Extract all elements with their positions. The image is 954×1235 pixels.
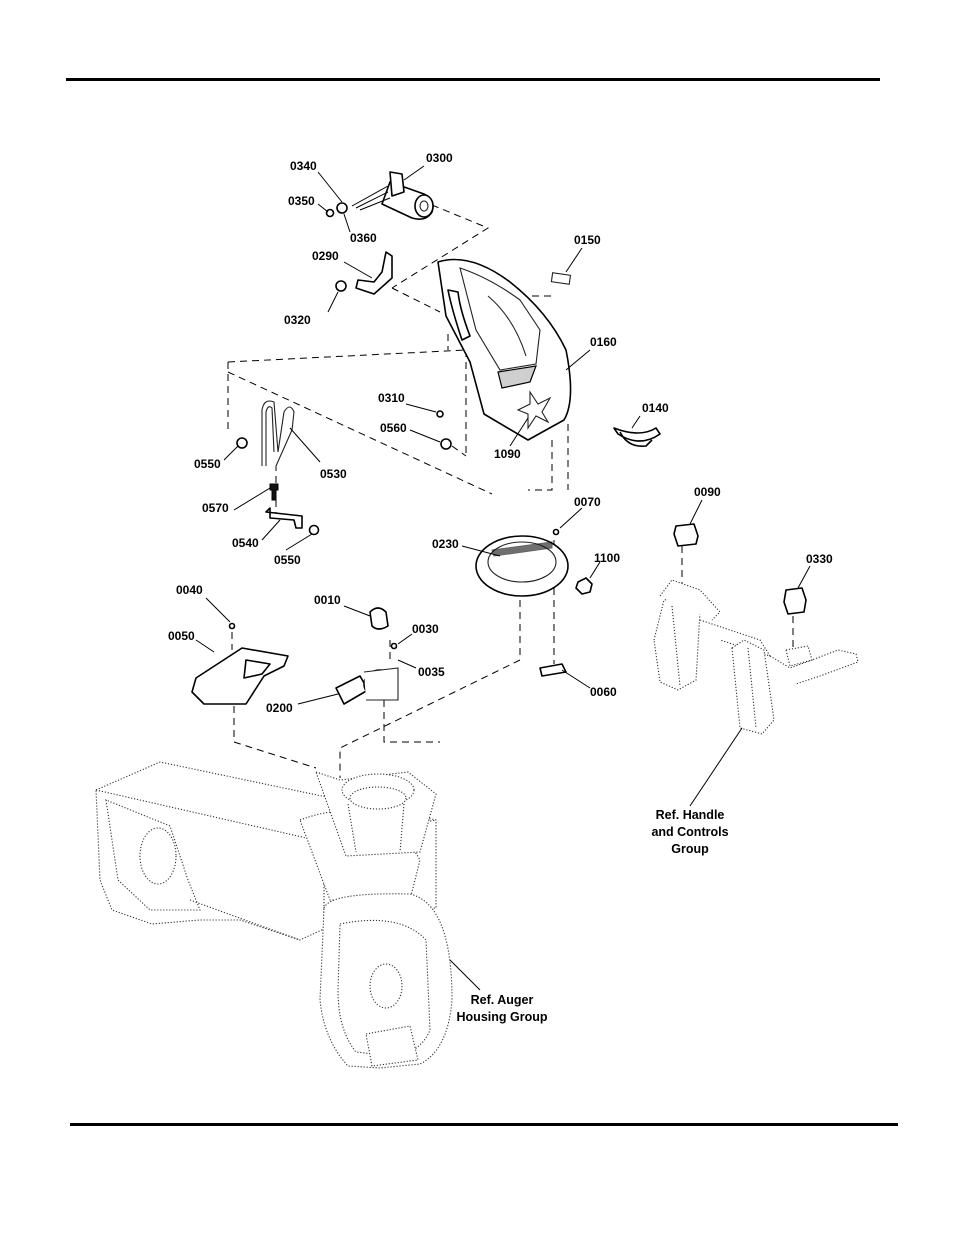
part-0310-screw (437, 411, 443, 417)
label-0340: 0340 (290, 159, 317, 173)
label-0540: 0540 (232, 536, 259, 550)
label-0530: 0530 (320, 467, 347, 481)
ref-handle-line-2: and Controls (651, 825, 728, 839)
label-0320: 0320 (284, 313, 311, 327)
part-0230-gear-ring (476, 536, 568, 596)
label-0040: 0040 (176, 583, 203, 597)
part-0570-bolt (270, 484, 278, 500)
label-0230: 0230 (432, 537, 459, 551)
label-0035: 0035 (418, 665, 445, 679)
part-0090-knob (674, 524, 698, 546)
label-1100: 1100 (594, 551, 620, 565)
part-0160-chute (438, 260, 571, 441)
part-0290-bracket (356, 252, 392, 294)
part-0140-clip (614, 428, 660, 446)
part-0330-knob (784, 588, 806, 614)
label-0560: 0560 (380, 421, 407, 435)
ref-auger-housing-note: Ref. Auger Housing Group (457, 993, 548, 1024)
label-0310: 0310 (378, 391, 405, 405)
label-0200: 0200 (266, 701, 293, 715)
ref-auger-line-2: Housing Group (457, 1010, 548, 1024)
part-0550-washer-b (310, 526, 319, 535)
label-0090: 0090 (694, 485, 721, 499)
label-0350: 0350 (288, 194, 315, 208)
part-0530-spring (262, 401, 294, 466)
ref-handle-controls-note: Ref. Handle and Controls Group (651, 808, 728, 856)
label-0070: 0070 (574, 495, 601, 509)
part-0050-cover (192, 648, 288, 704)
auger-housing (96, 762, 452, 1068)
part-0350-nut (327, 210, 334, 217)
part-1100-nut (576, 578, 592, 594)
label-0550-b: 0550 (274, 553, 301, 567)
part-0550-washer-a (237, 438, 247, 448)
label-0160: 0160 (590, 335, 617, 349)
part-0300-motor (352, 172, 433, 219)
part-0200-gearbox (336, 668, 398, 704)
part-0010-gear (370, 608, 388, 629)
ref-handle-line-3: Group (671, 842, 709, 856)
ref-handle-line-1: Ref. Handle (656, 808, 725, 822)
part-0040-screw (230, 624, 235, 629)
label-0300: 0300 (426, 151, 453, 165)
label-0330: 0330 (806, 552, 833, 566)
part-0560-nut (441, 439, 451, 449)
label-0050: 0050 (168, 629, 195, 643)
part-0320-nut (336, 281, 346, 291)
part-0150-decal (551, 273, 570, 284)
label-1090: 1090 (494, 447, 521, 461)
label-0360: 0360 (350, 231, 377, 245)
label-0150: 0150 (574, 233, 601, 247)
label-0550-a: 0550 (194, 457, 221, 471)
label-0010: 0010 (314, 593, 341, 607)
part-0070-screw (554, 530, 559, 535)
label-0060: 0060 (590, 685, 617, 699)
handle-controls (654, 580, 858, 734)
label-0030: 0030 (412, 622, 439, 636)
label-0570: 0570 (202, 501, 229, 515)
part-0030-screw (392, 644, 397, 649)
part-0540-bracket (266, 508, 302, 528)
label-0290: 0290 (312, 249, 339, 263)
part-0340-washer (337, 203, 347, 213)
ref-auger-line-1: Ref. Auger (471, 993, 534, 1007)
label-0140: 0140 (642, 401, 669, 415)
